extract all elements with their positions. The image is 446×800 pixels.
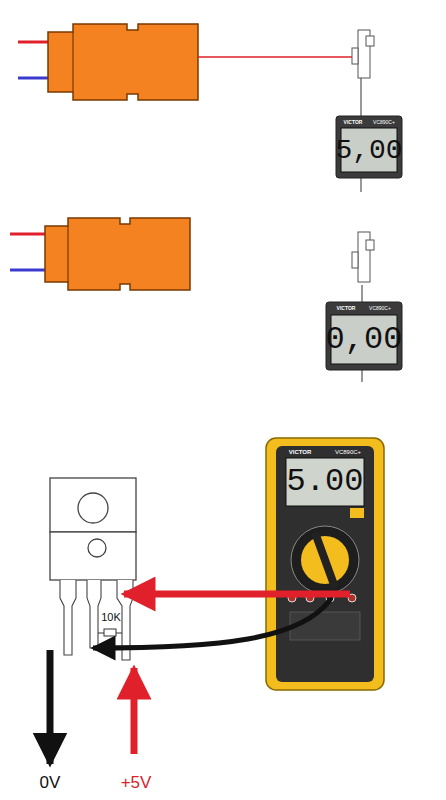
model-text: VC890C+ [335, 449, 361, 455]
probe-red [124, 591, 350, 598]
ground-arrow [47, 650, 54, 764]
resistor-symbol [98, 629, 122, 636]
meter-reading: 5,00 [335, 137, 402, 165]
to220-package [50, 478, 136, 660]
brand-text: VICTOR [289, 449, 312, 455]
supply-arrow [131, 668, 138, 754]
model-text: VC890C+ [373, 120, 395, 125]
supply-label: +5V [121, 774, 152, 791]
meter-display-middle [326, 302, 402, 370]
brand-text: VICTOR [337, 306, 356, 311]
sensor-top [18, 24, 352, 100]
probe-black [93, 600, 330, 648]
brand-text: VICTOR [344, 120, 363, 125]
multimeter [266, 438, 384, 690]
meter-reading: 0,00 [326, 324, 403, 356]
meter-reading: 5.00 [287, 466, 364, 498]
meter-display-top [336, 116, 402, 178]
model-text: VC890C+ [369, 306, 391, 311]
supply-label: 0V [40, 774, 61, 791]
resistor-value: 10K [101, 612, 121, 623]
sensor-middle [10, 218, 190, 290]
